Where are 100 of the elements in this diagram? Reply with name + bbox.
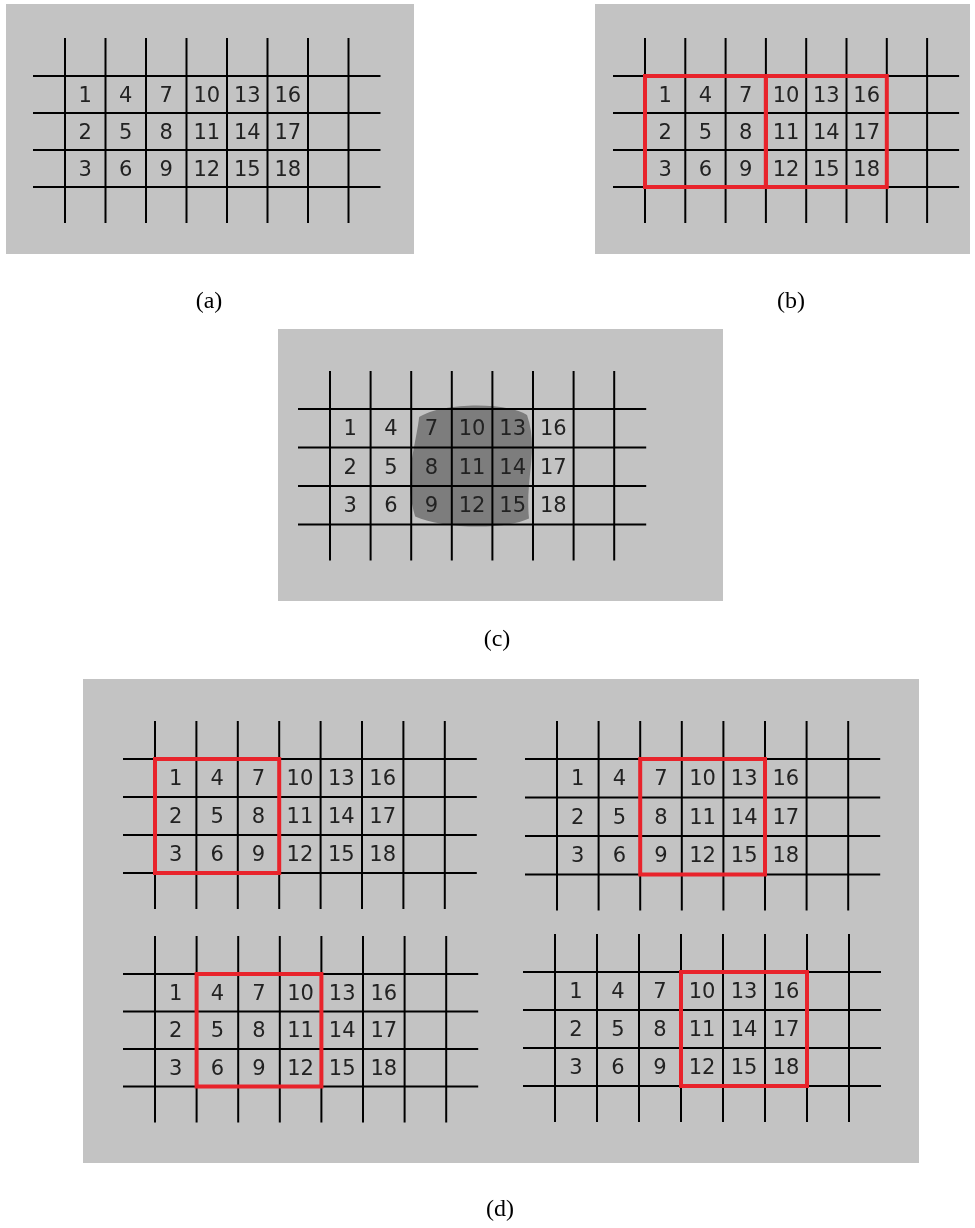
grid-number: 15 bbox=[730, 844, 758, 866]
grid-number: 7 bbox=[424, 417, 439, 439]
grid-number: 12 bbox=[287, 1057, 314, 1079]
grid-number: 11 bbox=[772, 121, 800, 142]
grid-number: 7 bbox=[252, 982, 266, 1004]
grid-number: 18 bbox=[274, 158, 302, 179]
grid-number: 18 bbox=[539, 494, 567, 516]
grid-number: 15 bbox=[327, 843, 355, 865]
grid-number: 7 bbox=[159, 84, 173, 105]
grid-number: 2 bbox=[78, 121, 92, 142]
grid-number: 17 bbox=[370, 1019, 398, 1041]
grid-number: 10 bbox=[287, 982, 314, 1004]
grid-number: 5 bbox=[698, 121, 713, 142]
grid-number: 11 bbox=[193, 121, 221, 142]
grid-number: 11 bbox=[287, 1019, 314, 1041]
grid-number: 17 bbox=[369, 805, 397, 827]
grid-number: 14 bbox=[730, 1018, 758, 1040]
grid-number: 2 bbox=[658, 121, 672, 142]
grid-number: 10 bbox=[688, 980, 716, 1002]
grid-number: 6 bbox=[119, 158, 133, 179]
grid-number: 4 bbox=[384, 417, 398, 439]
grid-number: 1 bbox=[658, 84, 672, 105]
panel-label: (d) bbox=[486, 1196, 514, 1220]
grid-number: 12 bbox=[458, 494, 486, 516]
grid-number: 13 bbox=[328, 982, 356, 1004]
grid-number: 14 bbox=[813, 121, 840, 142]
grid-number: 4 bbox=[612, 767, 627, 789]
grid-number: 9 bbox=[739, 158, 753, 179]
grid-number: 9 bbox=[159, 158, 173, 179]
grid-number: 16 bbox=[539, 417, 567, 439]
grid-number: 11 bbox=[286, 805, 314, 827]
grid-number: 10 bbox=[772, 84, 800, 105]
grid-number: 6 bbox=[210, 1057, 225, 1079]
grid-number: 15 bbox=[730, 1056, 758, 1078]
grid-number: 11 bbox=[458, 456, 486, 478]
grid-number: 17 bbox=[772, 806, 800, 828]
grid-number: 14 bbox=[730, 806, 758, 828]
grid-number: 12 bbox=[286, 843, 314, 865]
grid-number: 14 bbox=[327, 805, 355, 827]
grid-number: 16 bbox=[369, 767, 397, 789]
grid-number: 11 bbox=[688, 1018, 716, 1040]
grid-number: 1 bbox=[169, 982, 183, 1004]
grid-number: 18 bbox=[369, 843, 397, 865]
grid-number: 7 bbox=[653, 980, 667, 1002]
grid-number: 12 bbox=[193, 158, 221, 179]
grid-number: 16 bbox=[370, 982, 398, 1004]
grid-number: 9 bbox=[252, 1057, 266, 1079]
grid-number: 16 bbox=[772, 980, 800, 1002]
grid-number: 7 bbox=[739, 84, 753, 105]
grid-number: 4 bbox=[119, 84, 133, 105]
grid-number: 4 bbox=[698, 84, 713, 105]
grid-number: 14 bbox=[328, 1019, 356, 1041]
grid-number: 6 bbox=[611, 1056, 625, 1078]
grid-number: 3 bbox=[78, 158, 92, 179]
grid-number: 10 bbox=[689, 767, 716, 789]
grid-number: 6 bbox=[210, 843, 224, 865]
grid-number: 3 bbox=[169, 843, 183, 865]
grid-number: 18 bbox=[772, 1056, 800, 1078]
grid-number: 4 bbox=[210, 982, 225, 1004]
grid-number: 8 bbox=[252, 1019, 266, 1041]
grid-number: 1 bbox=[571, 767, 585, 789]
grid-number: 3 bbox=[658, 158, 672, 179]
grid-number: 17 bbox=[853, 121, 880, 142]
grid-number: 10 bbox=[286, 767, 314, 789]
grid-number: 1 bbox=[343, 417, 357, 439]
grid-number: 5 bbox=[119, 121, 133, 142]
grid-number: 13 bbox=[730, 980, 758, 1002]
grid-number: 8 bbox=[653, 1018, 667, 1040]
grid-number: 13 bbox=[730, 767, 758, 789]
panel-label: (a) bbox=[195, 288, 223, 312]
grid-number: 15 bbox=[813, 158, 840, 179]
grid-number: 9 bbox=[653, 1056, 667, 1078]
grid-number: 12 bbox=[688, 1056, 716, 1078]
grid-number: 6 bbox=[612, 844, 627, 866]
grid-number: 15 bbox=[499, 494, 527, 516]
grid-number: 18 bbox=[370, 1057, 398, 1079]
grid-number: 6 bbox=[698, 158, 713, 179]
grid-number: 5 bbox=[210, 805, 224, 827]
grid-number: 5 bbox=[384, 456, 398, 478]
grid-number: 13 bbox=[499, 417, 527, 439]
grid-number: 5 bbox=[612, 806, 627, 828]
grid-number: 14 bbox=[233, 121, 261, 142]
grid-number: 18 bbox=[772, 844, 800, 866]
grid-number: 17 bbox=[772, 1018, 800, 1040]
grid-number: 16 bbox=[772, 767, 800, 789]
grid-number: 8 bbox=[654, 806, 668, 828]
grid-number: 14 bbox=[499, 456, 527, 478]
grid-number: 7 bbox=[251, 767, 266, 789]
grid-number: 4 bbox=[611, 980, 625, 1002]
grid-number: 15 bbox=[328, 1057, 356, 1079]
grid-number: 8 bbox=[424, 456, 439, 478]
grid-number: 2 bbox=[169, 805, 183, 827]
grid-number: 12 bbox=[772, 158, 800, 179]
grid-number: 8 bbox=[251, 805, 266, 827]
grid-number: 9 bbox=[654, 844, 668, 866]
grid-number: 9 bbox=[424, 494, 439, 516]
grid-number: 9 bbox=[251, 843, 266, 865]
grid-number: 3 bbox=[569, 1056, 583, 1078]
grid-number: 2 bbox=[343, 456, 357, 478]
grid-number: 3 bbox=[169, 1057, 183, 1079]
